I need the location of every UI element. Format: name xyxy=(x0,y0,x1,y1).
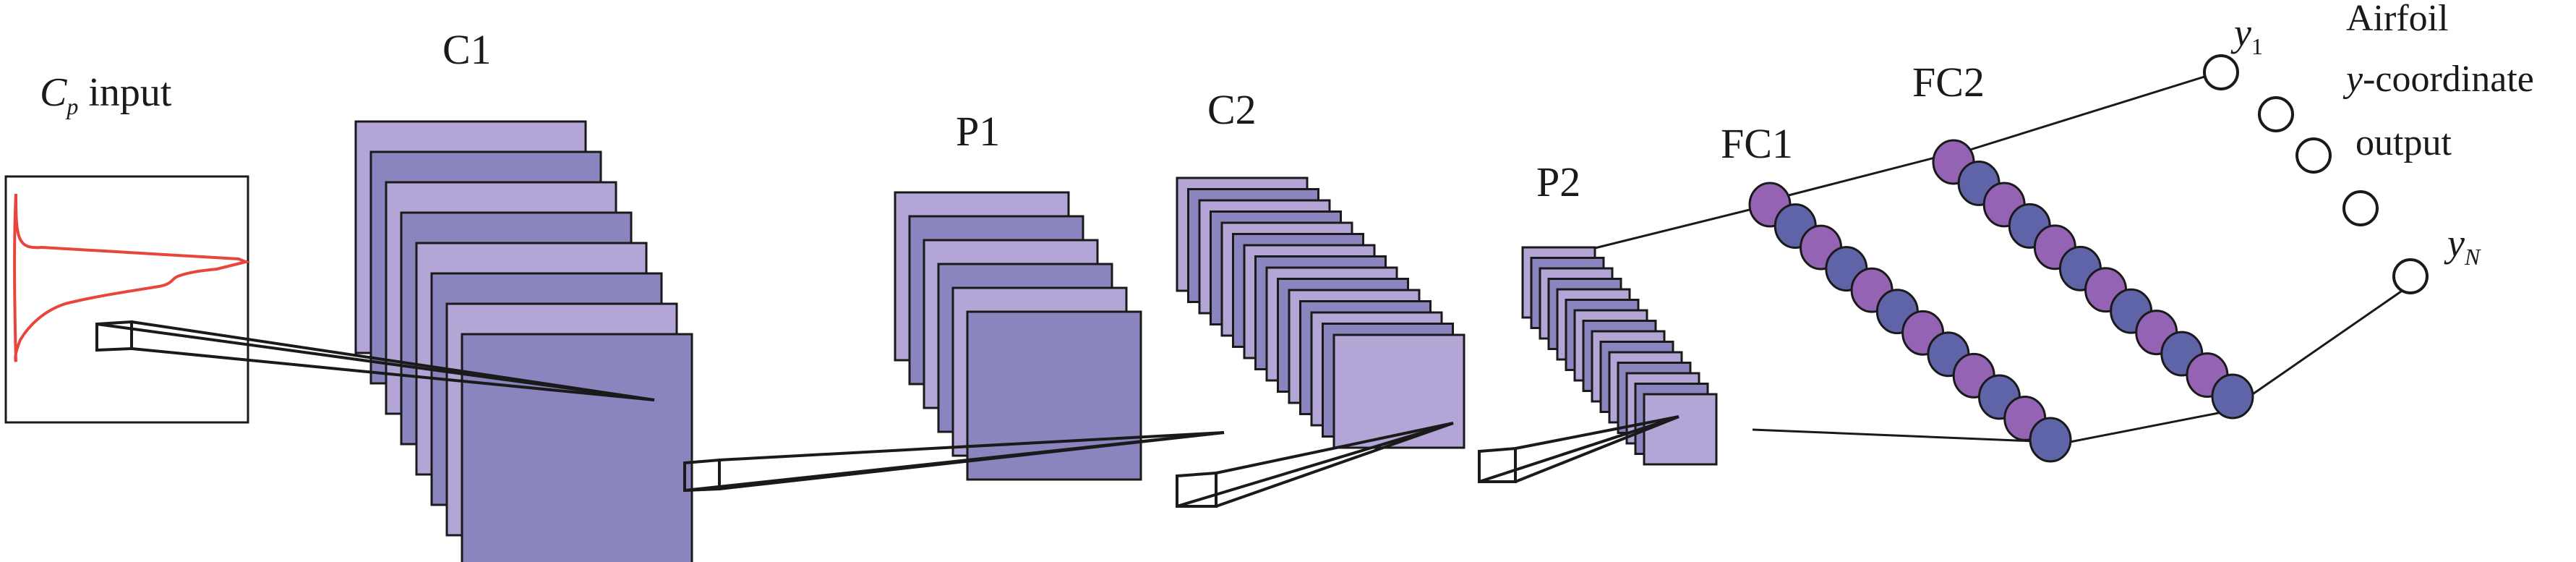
p2-label: P2 xyxy=(1536,158,1581,205)
p1-to-c2-line xyxy=(1176,422,1454,508)
fc2-to-output-line xyxy=(2236,284,2411,406)
y1-label: y1 xyxy=(2234,10,2263,60)
p1-to-c2-line xyxy=(1215,422,1454,508)
output-node xyxy=(2203,54,2239,90)
c2-stack xyxy=(1176,176,1465,449)
output-label-line2: y-coordinate xyxy=(2346,58,2534,101)
output-node xyxy=(2295,137,2332,174)
cp-subscript: p xyxy=(67,93,79,120)
output-node xyxy=(2342,190,2379,226)
p2-to-fc1-line xyxy=(1752,428,2035,443)
cp-input-label: Cp input xyxy=(40,69,171,120)
fc1-to-fc2-line xyxy=(1788,155,1941,197)
cp-curve xyxy=(13,193,251,362)
p2-to-fc1-line xyxy=(1594,203,1771,250)
cp-input-plot xyxy=(4,175,251,424)
input-to-c1-line xyxy=(131,347,655,401)
output-node xyxy=(2392,258,2429,294)
c2-feature-map xyxy=(1332,333,1465,449)
cp-plot-frame xyxy=(4,175,249,424)
fc2-neurons xyxy=(1932,139,2254,420)
c2-label: C2 xyxy=(1207,86,1257,133)
p2-stack xyxy=(1521,246,1718,466)
p2-feature-map xyxy=(1643,393,1718,466)
c1-label: C1 xyxy=(442,26,492,73)
c1-to-p1-line xyxy=(719,431,1225,461)
input-to-c1-line xyxy=(96,323,655,401)
fc2-neuron xyxy=(2211,373,2254,420)
output-label-line1: Airfoil xyxy=(2346,0,2449,39)
p1-feature-map xyxy=(966,310,1142,481)
c1-feature-map xyxy=(461,333,693,562)
fc1-to-fc2-line xyxy=(2066,408,2238,444)
output-label-line3: output xyxy=(2355,122,2452,163)
fc2-to-output-line xyxy=(1948,72,2215,158)
p1-label: P1 xyxy=(956,108,1001,155)
yn-subscript: N xyxy=(2464,243,2481,270)
p1-stack xyxy=(894,191,1142,481)
fc2-label: FC2 xyxy=(1912,59,1985,106)
fc1-neuron xyxy=(2029,417,2072,463)
cp-input-word: input xyxy=(88,70,172,115)
fc1-label: FC1 xyxy=(1721,120,1793,167)
c2-to-p2-line xyxy=(1515,415,1679,483)
p1-to-c2-line xyxy=(1215,422,1454,474)
c2-to-p2-line xyxy=(1515,415,1679,450)
output-coordinate-word: -coordinate xyxy=(2363,59,2534,100)
y1-subscript: 1 xyxy=(2251,33,2263,59)
output-node xyxy=(2258,96,2294,132)
fc1-neurons xyxy=(1748,182,2072,463)
output-y-symbol: y xyxy=(2346,59,2363,100)
c1-stack xyxy=(354,120,693,562)
c2-to-p2-line xyxy=(1479,415,1679,483)
yn-symbol: y xyxy=(2447,221,2465,265)
y1-symbol: y xyxy=(2234,11,2251,54)
cp-symbol: C xyxy=(40,70,67,115)
yn-label: yN xyxy=(2447,221,2480,271)
c1-to-p1-line xyxy=(684,431,1225,492)
